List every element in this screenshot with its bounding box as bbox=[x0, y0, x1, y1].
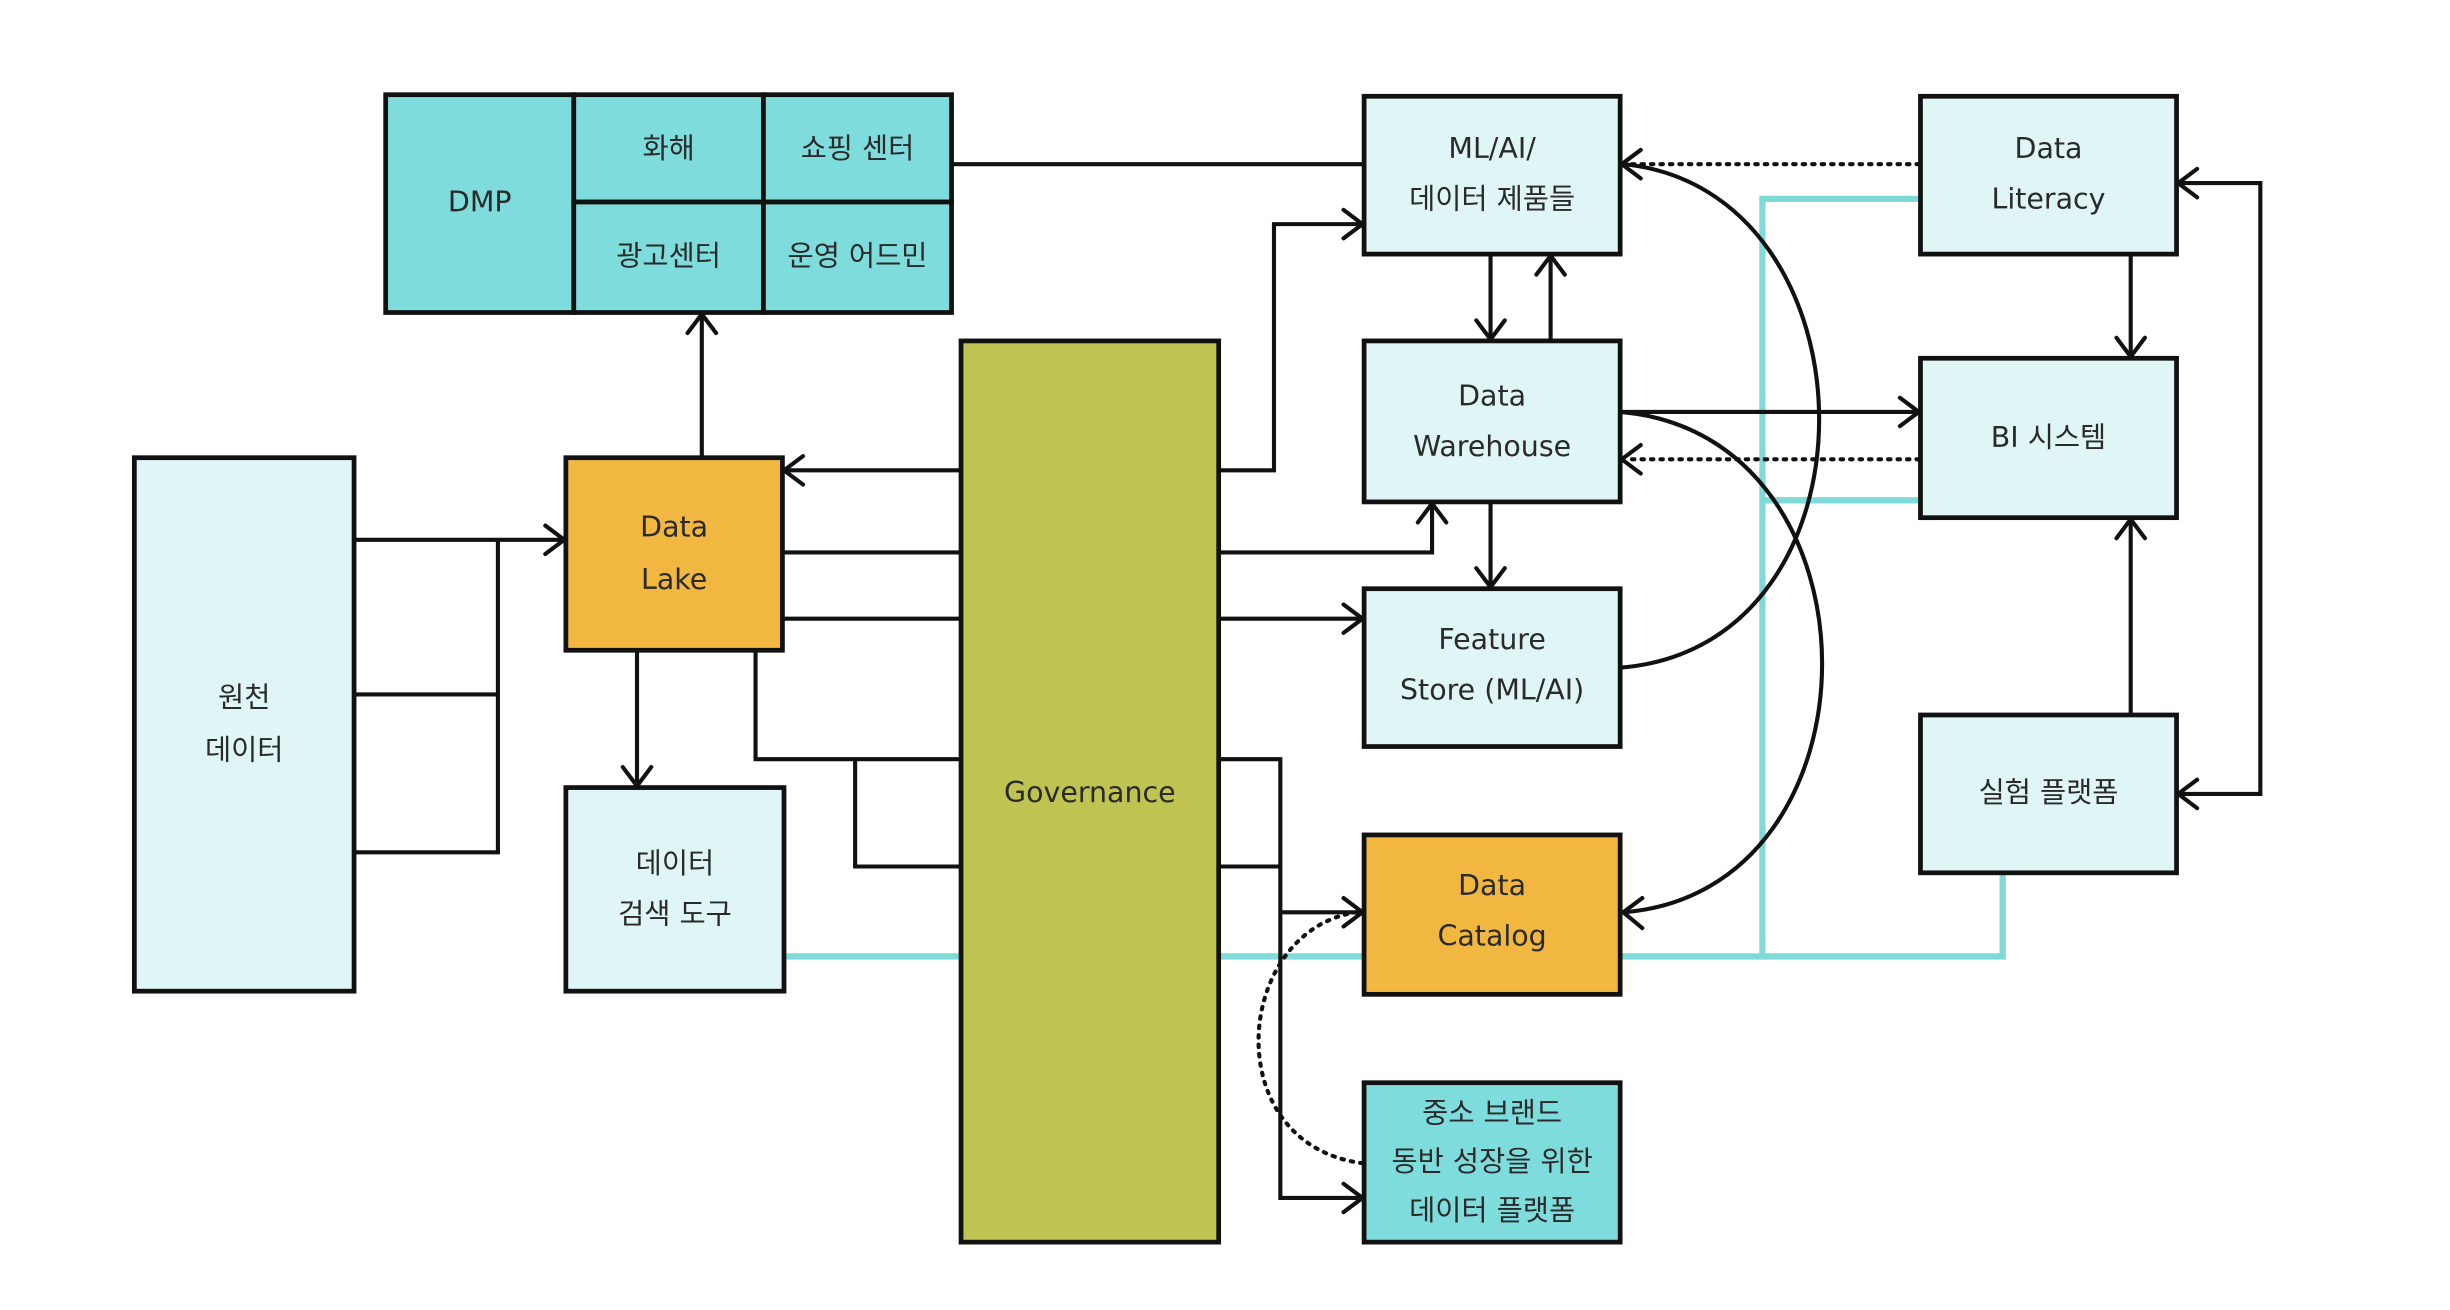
node-sme-platform[interactable]: 중소 브랜드 동반 성장을 위한 데이터 플랫폼 bbox=[1361, 1080, 1623, 1245]
node-data-lake-line-2: Lake bbox=[641, 563, 707, 596]
node-shopping-center-label: 쇼핑 센터 bbox=[801, 132, 915, 165]
edge-literacy-experiment-loop bbox=[2178, 181, 2263, 796]
node-data-catalog-box[interactable] bbox=[1361, 832, 1623, 997]
node-ad-center-label: 광고센터 bbox=[616, 239, 721, 272]
node-sme-platform-box[interactable] bbox=[1361, 1080, 1623, 1245]
node-search-tool-box[interactable] bbox=[563, 785, 787, 994]
node-source-data-line-1: 원천 bbox=[218, 681, 270, 714]
node-data-literacy-box[interactable] bbox=[1918, 93, 2179, 257]
edge-lake-governance-4 bbox=[853, 759, 962, 869]
node-ad-center[interactable] bbox=[571, 199, 766, 315]
node-bi-system-box[interactable] bbox=[1918, 355, 2179, 521]
node-dmp-group: DMP 화해 쇼핑 센터 광고센터 운영 어드민 bbox=[383, 92, 954, 315]
edge-governance-bracket bbox=[1218, 757, 1363, 1200]
edge-feature-to-mlai-curve bbox=[1620, 162, 1822, 670]
node-source-data-line-2: 데이터 bbox=[205, 733, 284, 766]
node-data-literacy[interactable]: Data Literacy bbox=[1918, 93, 2179, 257]
edge-governance-to-mlai bbox=[1218, 222, 1363, 473]
edge-source-to-lake bbox=[354, 537, 566, 855]
node-feature-store-line-2: Store (ML/AI) bbox=[1400, 673, 1584, 706]
node-governance-label: Governance bbox=[1004, 776, 1176, 809]
edge-dw-to-catalog-curve bbox=[1619, 409, 1825, 915]
node-dmp[interactable] bbox=[383, 92, 577, 315]
node-governance[interactable]: Governance bbox=[958, 338, 1222, 1245]
connectors bbox=[354, 147, 2263, 1215]
node-data-lake[interactable]: Data Lake bbox=[563, 455, 785, 653]
node-data-warehouse[interactable]: Data Warehouse bbox=[1361, 338, 1623, 505]
node-feature-store-line-1: Feature bbox=[1438, 623, 1545, 656]
node-feature-store[interactable]: Feature Store (ML/AI) bbox=[1361, 586, 1623, 749]
node-ml-ai-box[interactable] bbox=[1361, 93, 1623, 257]
node-feature-store-box[interactable] bbox=[1361, 586, 1623, 749]
node-ml-ai-line-2: 데이터 제품들 bbox=[1409, 182, 1575, 215]
node-search-tool-line-1: 데이터 bbox=[636, 847, 715, 880]
node-sme-platform-line-2: 동반 성장을 위한 bbox=[1392, 1145, 1593, 1178]
arrowhead-catalog-right bbox=[1621, 896, 1645, 931]
node-data-warehouse-box[interactable] bbox=[1361, 338, 1623, 505]
node-experiment-platform-label: 실험 플랫폼 bbox=[1979, 776, 2119, 809]
node-experiment-platform[interactable]: 실험 플랫폼 bbox=[1918, 712, 2179, 876]
node-governance-box[interactable] bbox=[958, 338, 1222, 1245]
node-data-warehouse-line-1: Data bbox=[1458, 380, 1526, 413]
node-data-lake-line-1: Data bbox=[640, 511, 708, 544]
node-search-tool-line-2: 검색 도구 bbox=[618, 897, 732, 930]
node-bi-system-label: BI 시스템 bbox=[1991, 421, 2106, 454]
node-ml-ai[interactable]: ML/AI/ 데이터 제품들 bbox=[1361, 93, 1623, 257]
node-ml-ai-line-1: ML/AI/ bbox=[1448, 132, 1536, 165]
edge-sme-to-catalog-dotted bbox=[1256, 910, 1365, 1166]
node-experiment-platform-box[interactable] bbox=[1918, 712, 2179, 876]
node-data-catalog-line-1: Data bbox=[1458, 869, 1526, 902]
edge-governance-to-dw bbox=[1218, 503, 1435, 555]
node-data-catalog-line-2: Catalog bbox=[1438, 920, 1547, 953]
node-ops-admin[interactable] bbox=[761, 199, 954, 315]
node-source-data-box[interactable] bbox=[131, 455, 357, 994]
node-data-catalog[interactable]: Data Catalog bbox=[1361, 832, 1623, 997]
node-data-literacy-line-1: Data bbox=[2015, 132, 2083, 165]
node-hwahae[interactable] bbox=[571, 92, 766, 205]
edge-lake-governance-3 bbox=[753, 650, 962, 762]
node-search-tool[interactable]: 데이터 검색 도구 bbox=[563, 785, 787, 994]
node-data-lake-box[interactable] bbox=[563, 455, 785, 653]
node-sme-platform-line-3: 데이터 플랫폼 bbox=[1409, 1194, 1575, 1227]
node-source-data[interactable]: 원천 데이터 bbox=[131, 455, 357, 994]
teal-line-to-data-literacy bbox=[1759, 195, 1921, 957]
node-data-literacy-line-2: Literacy bbox=[1992, 182, 2106, 215]
teal-line-catalog-to-experiment bbox=[1620, 872, 2006, 960]
node-data-warehouse-line-2: Warehouse bbox=[1413, 430, 1571, 463]
node-hwahae-label: 화해 bbox=[642, 132, 694, 165]
node-ops-admin-label: 운영 어드민 bbox=[788, 239, 928, 272]
node-bi-system[interactable]: BI 시스템 bbox=[1918, 355, 2179, 521]
node-sme-platform-line-1: 중소 브랜드 bbox=[1422, 1096, 1562, 1129]
node-dmp-label: DMP bbox=[448, 186, 512, 219]
